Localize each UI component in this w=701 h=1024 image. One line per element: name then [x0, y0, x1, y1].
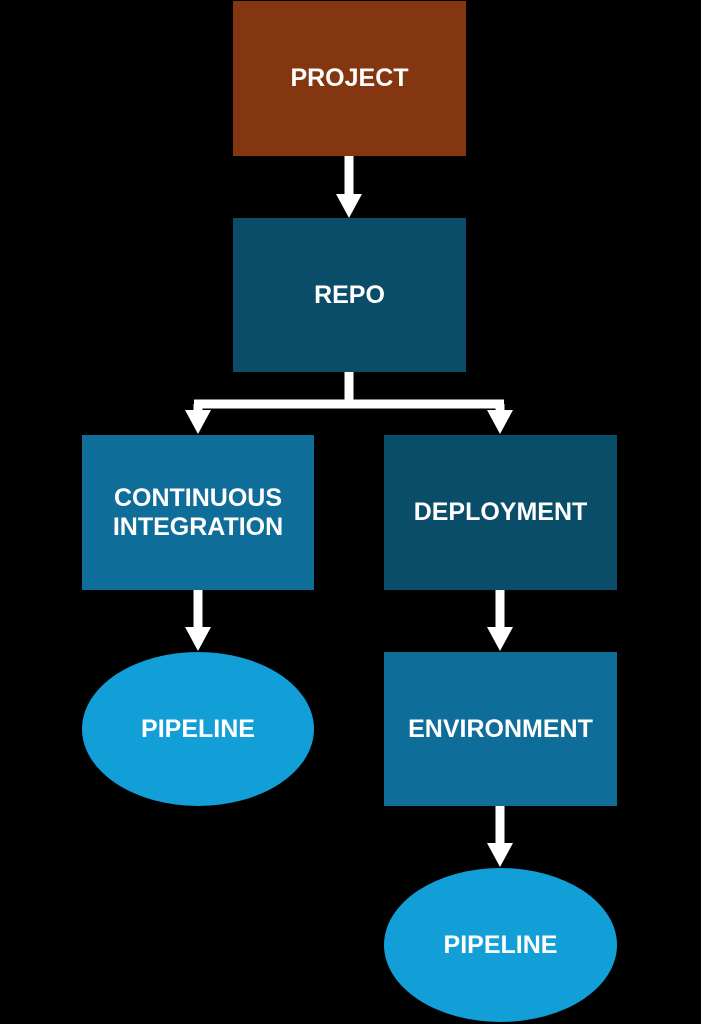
- arrowhead-ci-pipeline: [185, 627, 211, 651]
- environment-label: ENVIRONMENT: [408, 714, 593, 743]
- deployment-node: DEPLOYMENT: [384, 435, 617, 590]
- environment-pipeline-node: PIPELINE: [384, 868, 617, 1022]
- continuous-integration-label-line2: INTEGRATION: [112, 512, 284, 541]
- environment-node: ENVIRONMENT: [384, 652, 617, 806]
- deployment-label: DEPLOYMENT: [413, 498, 588, 526]
- repo-node: REPO: [233, 218, 466, 372]
- project-label: PROJECT: [290, 64, 409, 92]
- ci-pipeline-label: PIPELINE: [141, 714, 255, 743]
- arrowhead-environment: [487, 627, 513, 651]
- ci-pipeline-node: PIPELINE: [82, 652, 314, 806]
- continuous-integration-node: CONTINUOUS INTEGRATION: [82, 435, 314, 590]
- repo-label: REPO: [314, 280, 385, 309]
- arrowhead-ci: [185, 410, 211, 434]
- arrowhead-repo: [336, 194, 362, 218]
- project-node: PROJECT: [233, 1, 466, 156]
- arrowhead-deployment: [487, 410, 513, 434]
- continuous-integration-label-line1: CONTINUOUS: [113, 483, 283, 512]
- arrowhead-env-pipeline: [487, 843, 513, 867]
- environment-pipeline-label: PIPELINE: [443, 930, 558, 959]
